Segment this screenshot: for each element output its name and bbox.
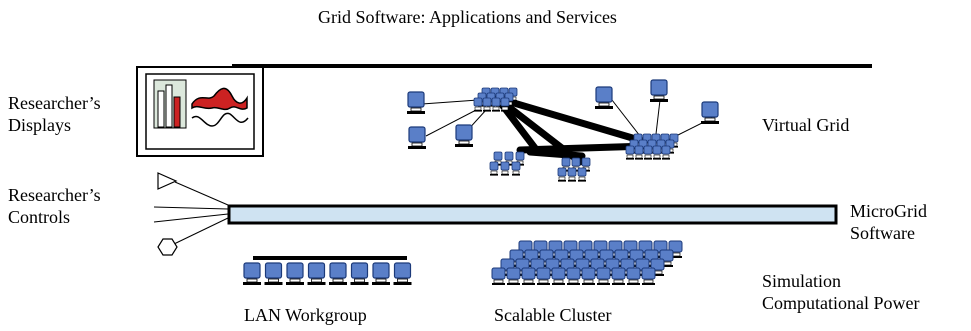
lan-workgroup-label: LAN Workgroup: [244, 305, 367, 325]
cluster-computer-3-10: [641, 267, 656, 285]
simulation-line-2: Computational Power: [762, 293, 920, 313]
simulation-line-1: Simulation: [762, 271, 842, 291]
virtual-grid-label: Virtual Grid: [762, 115, 850, 135]
lan-computer-6: [372, 262, 390, 285]
researchers-displays-line-2: Displays: [8, 115, 71, 135]
researchers-displays-label: Researcher’s Displays: [8, 92, 101, 136]
grid-cluster-d-node-2-1: [634, 145, 644, 160]
virtual-grid-links: [421, 94, 713, 166]
grid-cluster-c-node-1-2: [577, 167, 587, 182]
researchers-displays-line-1: Researcher’s: [8, 93, 101, 113]
grid-link-thick: [526, 148, 586, 160]
grid-link-thick: [493, 94, 650, 146]
grid-cluster-b-node-1-0: [489, 161, 499, 176]
grid-cluster-a-node-2-3: [500, 97, 510, 112]
control-lines: [153, 181, 229, 245]
virtual-grid-nodes: [407, 79, 719, 182]
cluster-computer-3-5: [566, 267, 581, 285]
cluster-computer-3-8: [611, 267, 626, 285]
scalable-cluster-nodes: [491, 240, 683, 285]
lan-computer-3: [307, 262, 326, 285]
researchers-controls-line-2: Controls: [8, 207, 71, 227]
cluster-computer-2-10: [650, 258, 665, 276]
lan-computer-7: [393, 262, 412, 285]
grid-computer: [701, 101, 719, 124]
microgrid-software-label: MicroGrid Software: [850, 200, 927, 244]
microgrid-line-1: MicroGrid: [850, 201, 927, 221]
simulation-power-label: Simulation Computational Power: [762, 270, 919, 314]
lan-computer-0: [243, 262, 261, 285]
scalable-cluster-label: Scalable Cluster: [494, 305, 612, 325]
grid-link-thin: [655, 99, 661, 135]
bar-chart-icon: [153, 79, 187, 129]
grid-cluster-c-node-1-0: [557, 167, 567, 182]
cluster-computer-3-4: [551, 267, 566, 285]
lan-computer-2: [286, 262, 304, 285]
microgrid-line-2: Software: [850, 223, 915, 243]
grid-cluster-b-node-1-2: [511, 161, 521, 176]
cluster-computer-3-0: [491, 267, 506, 285]
cluster-computer-3-7: [596, 267, 611, 285]
microgrid-software-bar: [227, 204, 838, 225]
play-control-icon: [157, 172, 178, 190]
researchers-controls-label: Researcher’s Controls: [8, 184, 101, 228]
cluster-computer-3-3: [536, 267, 551, 285]
cluster-computer-3-9: [626, 267, 641, 285]
lan-computer-4: [329, 262, 347, 285]
grid-computer: [595, 86, 613, 109]
grid-cluster-a-node-2-2: [491, 97, 501, 112]
lan-workgroup-nodes: [243, 262, 412, 285]
grid-link-thin: [611, 99, 641, 137]
line-chart-icon: [191, 87, 249, 127]
grid-cluster-d-node-2-0: [625, 145, 635, 160]
grid-computer: [455, 124, 473, 147]
grid-cluster-a-node-2-1: [482, 97, 492, 112]
cluster-computer-0-10: [668, 240, 683, 258]
grid-cluster-b-node-1-1: [500, 161, 510, 176]
grid-link-thin: [421, 99, 479, 105]
grid-cluster-d-node-2-2: [643, 145, 653, 160]
lan-computer-5: [350, 262, 369, 285]
researchers-display-screen: [136, 66, 264, 157]
grid-cluster-a-node-2-0: [473, 97, 483, 112]
grid-link-thick: [516, 142, 650, 154]
grid-cluster-c-node-1-1: [567, 167, 577, 182]
cluster-computer-3-1: [506, 267, 521, 285]
cluster-computer-3-2: [521, 267, 536, 285]
grid-cluster-d-node-2-3: [652, 145, 662, 160]
grid-cluster-d-node-2-4: [661, 145, 671, 160]
hexagon-control-icon: [157, 238, 178, 256]
lan-computer-1: [264, 262, 283, 285]
grid-computer: [407, 91, 425, 114]
grid-computer: [408, 126, 426, 149]
cluster-computer-3-6: [581, 267, 596, 285]
researchers-controls-line-1: Researcher’s: [8, 185, 101, 205]
diagram-title: Grid Software: Applications and Services: [318, 7, 617, 27]
grid-link-thin: [425, 107, 481, 137]
grid-computer: [650, 79, 668, 102]
